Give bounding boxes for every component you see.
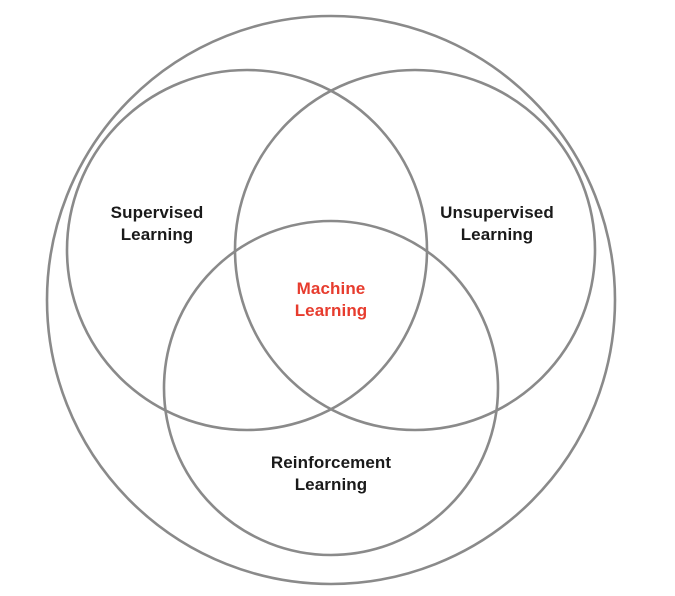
supervised-circle	[65, 68, 429, 432]
reinforcement-circle	[162, 219, 500, 557]
reinforcement-learning-label: Reinforcement Learning	[270, 452, 392, 494]
unsupervised-learning-label: Unsupervised Learning	[440, 202, 554, 244]
machine-learning-label: Machine Learning	[294, 278, 368, 320]
unsupervised-circle	[233, 68, 597, 432]
outer-circle	[45, 14, 617, 586]
supervised-learning-label: Supervised Learning	[110, 202, 204, 244]
